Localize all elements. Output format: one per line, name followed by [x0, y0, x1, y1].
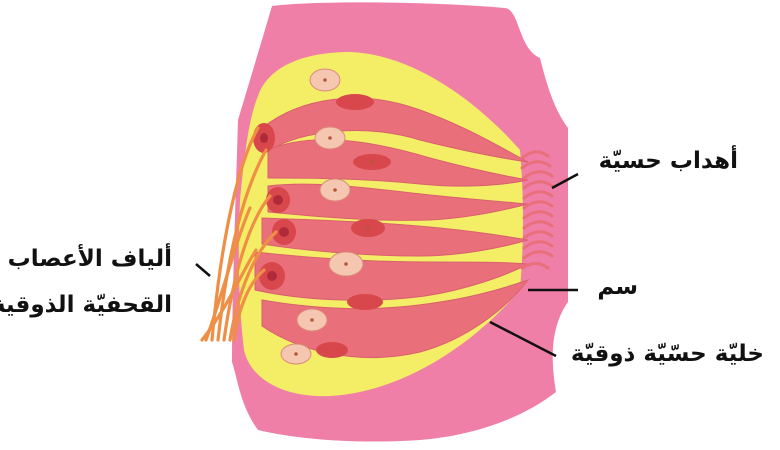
- nucleus-dot: [294, 352, 298, 356]
- label-sensory-hairs: أهداب حسيّة: [599, 150, 738, 173]
- nucleus: [347, 294, 383, 310]
- nucleus-inner: [267, 271, 277, 281]
- nucleus-dot: [344, 262, 348, 266]
- nucleus-dot: [310, 318, 314, 322]
- nucleus-dot: [366, 226, 370, 230]
- nucleus-dot: [323, 78, 327, 82]
- nucleus-dot: [328, 136, 332, 140]
- nucleus: [316, 342, 348, 358]
- nucleus-inner: [279, 227, 289, 237]
- leader-nerve-fibers: [196, 264, 210, 276]
- label-taste-cell: خليّة حسّيّة ذوقيّة: [571, 343, 764, 366]
- label-pore: سم: [597, 276, 638, 299]
- label-nerve-fibers-line1: ألياف الأعصاب: [8, 248, 172, 271]
- label-nerve-fibers-line2: القحفيّة الذوقية: [0, 294, 172, 317]
- nucleus: [336, 94, 374, 110]
- nucleus-inner: [273, 195, 283, 205]
- nucleus-dot: [333, 188, 337, 192]
- nucleus-dot: [370, 160, 374, 164]
- nucleus-inner: [260, 133, 268, 143]
